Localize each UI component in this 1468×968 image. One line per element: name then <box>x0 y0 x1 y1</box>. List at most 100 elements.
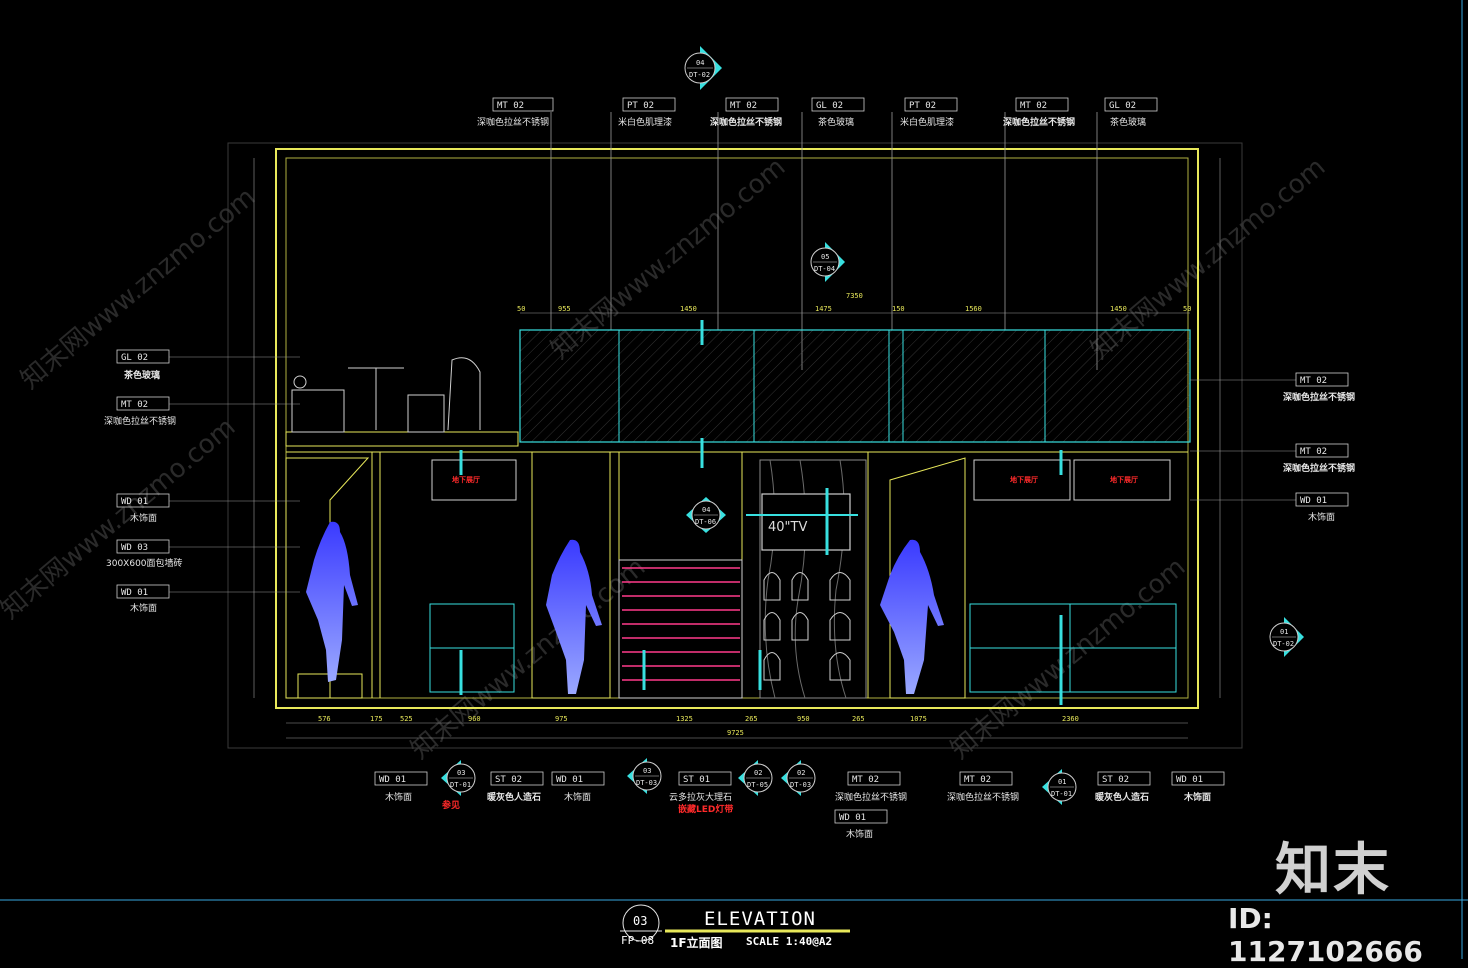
svg-text:WD 01: WD 01 <box>379 775 406 785</box>
section-marker-1: 04 DT-02 <box>684 46 722 90</box>
svg-text:GL 02: GL 02 <box>816 101 843 111</box>
bottom-material-labels: WD 01 木饰面 参见 ST 02 暖灰色人造石 WD 01 木饰面 ST 0… <box>374 771 1225 840</box>
svg-text:ST 02: ST 02 <box>1102 775 1129 785</box>
svg-text:955: 955 <box>558 305 571 313</box>
outer-frame <box>227 142 1243 749</box>
svg-text:2360: 2360 <box>1062 715 1079 723</box>
svg-text:MT 02: MT 02 <box>497 101 524 111</box>
svg-text:深咖色拉丝不锈钢: 深咖色拉丝不锈钢 <box>835 791 907 803</box>
svg-text:1450: 1450 <box>1110 305 1127 313</box>
svg-text:WD 01: WD 01 <box>839 813 866 823</box>
section-marker-8: 02 DT-03 <box>781 760 816 796</box>
bottom-label-9: WD 01 木饰面 <box>1171 771 1225 803</box>
svg-text:DT-02: DT-02 <box>1273 640 1294 648</box>
svg-text:云多拉灰大理石: 云多拉灰大理石 <box>669 791 732 803</box>
left-counter <box>429 459 517 693</box>
leader-lines-top <box>550 112 1098 370</box>
section-marker-5: 03 DT-01 <box>441 760 476 796</box>
bottom-label-8: ST 02 暖灰色人造石 <box>1095 771 1151 803</box>
right-label-2: MT 02 深咖色拉丝不锈钢 <box>1190 443 1355 474</box>
svg-text:1075: 1075 <box>910 715 927 723</box>
svg-text:WD 01: WD 01 <box>1300 496 1327 506</box>
cyan-ticks <box>459 320 1063 705</box>
svg-text:木饰面: 木饰面 <box>130 512 157 524</box>
top-material-labels: MT 02 深咖色拉丝不锈钢 PT 02 米白色肌理漆 MT 02 深咖色拉丝不… <box>477 97 1158 128</box>
svg-text:PT 02: PT 02 <box>909 101 936 111</box>
svg-text:DT-02: DT-02 <box>689 71 710 79</box>
bottom-label-7: MT 02 深咖色拉丝不锈钢 <box>947 771 1019 803</box>
upper-glass-band <box>519 329 1191 443</box>
svg-text:1560: 1560 <box>965 305 982 313</box>
svg-text:GL 02: GL 02 <box>1109 101 1136 111</box>
svg-text:深咖色拉丝不锈钢: 深咖色拉丝不锈钢 <box>1283 462 1355 474</box>
svg-text:265: 265 <box>852 715 865 723</box>
svg-text:03: 03 <box>643 767 651 775</box>
bottom-label-2: ST 02 暖灰色人造石 <box>487 771 544 803</box>
section-marker-9: 01 DT-01 <box>1042 769 1077 805</box>
svg-text:04: 04 <box>702 506 710 514</box>
svg-text:MT 02: MT 02 <box>1020 101 1047 111</box>
svg-text:ST 02: ST 02 <box>495 775 522 785</box>
svg-text:950: 950 <box>797 715 810 723</box>
sheet-number: 03 <box>633 914 648 928</box>
signage-right-2: 地下展厅 <box>1110 475 1138 484</box>
svg-text:960: 960 <box>468 715 481 723</box>
signage-left: 地下展厅 <box>452 475 480 484</box>
svg-text:暖灰色人造石: 暖灰色人造石 <box>487 791 541 803</box>
top-label-3: MT 02 深咖色拉丝不锈钢 <box>710 97 782 128</box>
bottom-label-3: WD 01 木饰面 <box>551 771 605 803</box>
svg-text:MT 02: MT 02 <box>1300 447 1327 457</box>
svg-text:175: 175 <box>370 715 383 723</box>
drawing-scale: SCALE 1:40@A2 <box>746 935 833 948</box>
svg-text:WD 01: WD 01 <box>1176 775 1203 785</box>
tv-wall: 40"TV <box>759 459 867 699</box>
svg-text:50: 50 <box>1183 305 1191 313</box>
svg-text:MT 02: MT 02 <box>730 101 757 111</box>
section-marker-2: 05 DT-04 <box>810 242 845 282</box>
section-markers: 04 DT-02 05 DT-04 04 DT-06 01 DT-02 03 D… <box>441 46 1304 805</box>
left-label-5: WD 01 木饰面 <box>116 584 300 614</box>
svg-text:米白色肌理漆: 米白色肌理漆 <box>900 116 954 128</box>
svg-text:02: 02 <box>797 769 805 777</box>
svg-text:MT 02: MT 02 <box>121 400 148 410</box>
signage-right-1: 地下展厅 <box>1010 475 1038 484</box>
svg-text:DT-03: DT-03 <box>636 779 657 787</box>
svg-text:MT 02: MT 02 <box>852 775 879 785</box>
svg-text:茶色玻璃: 茶色玻璃 <box>818 116 854 128</box>
svg-text:05: 05 <box>821 253 829 261</box>
svg-text:9725: 9725 <box>727 729 744 737</box>
svg-text:茶色玻璃: 茶色玻璃 <box>123 369 160 381</box>
svg-text:米白色肌理漆: 米白色肌理漆 <box>618 116 672 128</box>
svg-text:木饰面: 木饰面 <box>846 828 873 840</box>
mezzanine-slab <box>285 431 519 447</box>
bottom-label-5: MT 02 深咖色拉丝不锈钢 <box>835 771 907 803</box>
svg-text:975: 975 <box>555 715 568 723</box>
svg-text:265: 265 <box>745 715 758 723</box>
dimension-lines <box>253 158 1221 739</box>
glass-mullions <box>618 330 1046 442</box>
top-label-5: PT 02 米白色肌理漆 <box>900 97 958 128</box>
svg-text:深咖色拉丝不锈钢: 深咖色拉丝不锈钢 <box>1283 391 1355 403</box>
svg-text:MT 02: MT 02 <box>1300 376 1327 386</box>
svg-text:03: 03 <box>457 769 465 777</box>
left-label-4: WD 03 300X600面包墙砖 <box>106 539 300 569</box>
svg-text:WD 01: WD 01 <box>556 775 583 785</box>
title-block <box>620 904 850 942</box>
svg-text:50: 50 <box>517 305 525 313</box>
svg-text:1475: 1475 <box>815 305 832 313</box>
svg-text:02: 02 <box>754 769 762 777</box>
mezzanine-furniture <box>291 357 481 433</box>
svg-text:深咖色拉丝不锈钢: 深咖色拉丝不锈钢 <box>477 116 549 128</box>
watermark-5: 知末网www.znzmo.com <box>405 552 651 765</box>
svg-text:576: 576 <box>318 715 331 723</box>
section-marker-3: 04 DT-06 <box>686 497 726 533</box>
tv-screen <box>761 493 851 551</box>
svg-text:深咖色拉丝不锈钢: 深咖色拉丝不锈钢 <box>104 415 176 427</box>
svg-text:DT-01: DT-01 <box>450 781 471 789</box>
svg-text:01: 01 <box>1058 778 1066 786</box>
top-label-4: GL 02 茶色玻璃 <box>811 97 865 128</box>
top-label-6: MT 02 深咖色拉丝不锈钢 <box>1003 97 1075 128</box>
svg-text:DT-03: DT-03 <box>790 781 811 789</box>
bottom-label-4: ST 01 云多拉灰大理石 嵌藏LED灯带 <box>669 771 733 815</box>
